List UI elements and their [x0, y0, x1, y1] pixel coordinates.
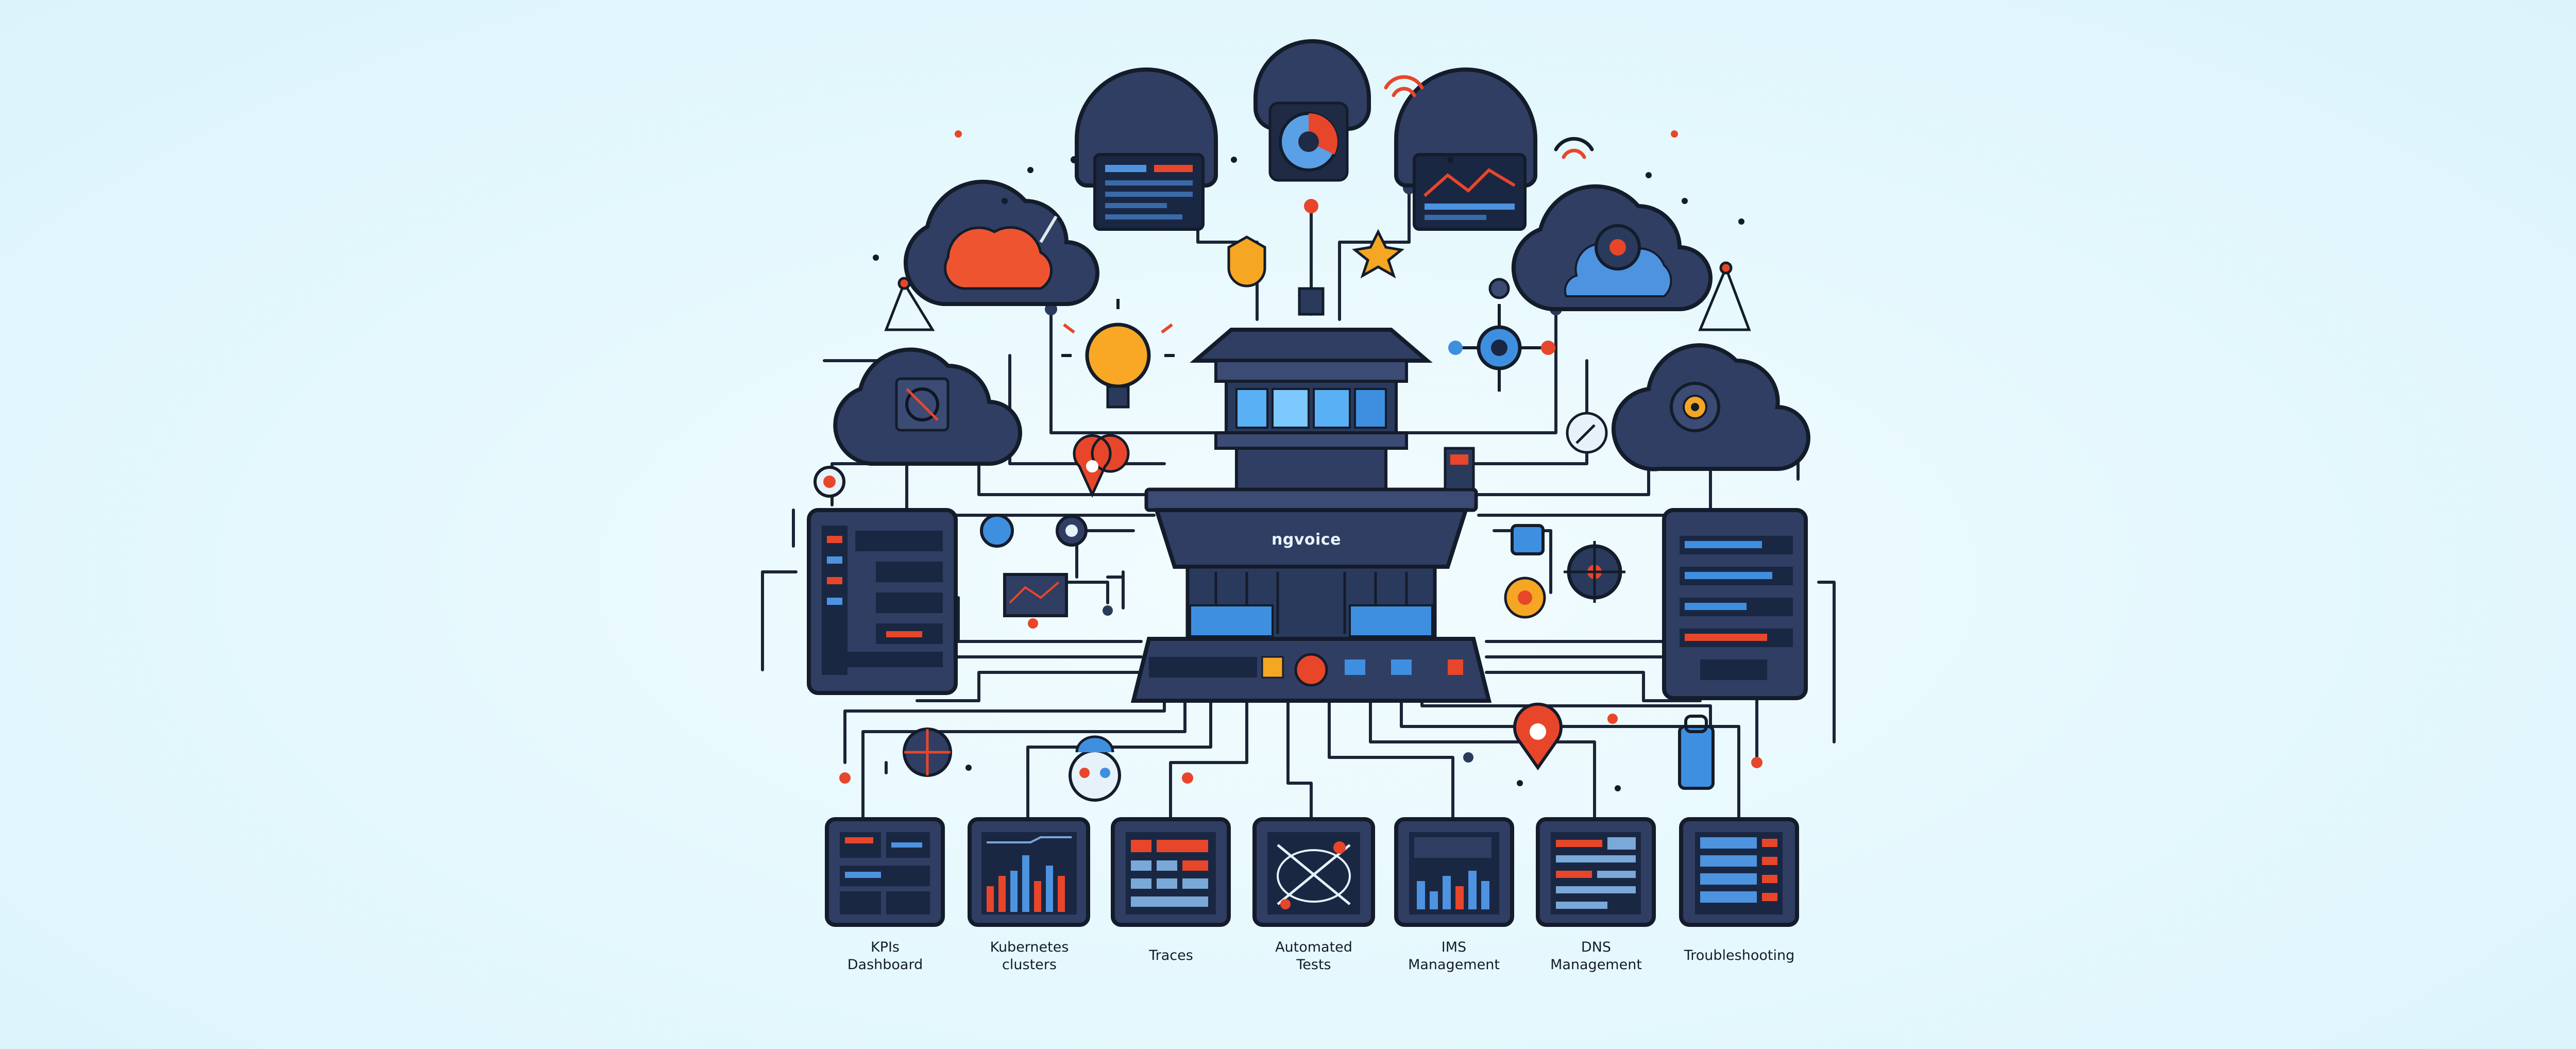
- lock-device-icon: [1678, 715, 1715, 790]
- top-monitor-center: [1253, 39, 1371, 182]
- cloud-orange: [904, 179, 1099, 306]
- router-icon: [1003, 573, 1068, 617]
- module-label-ims: IMS Management: [1408, 939, 1500, 973]
- star-badge-icon: [1352, 229, 1404, 279]
- location-pin-icon-lower: [1513, 702, 1563, 771]
- lightbulb-icon: [1061, 299, 1175, 409]
- module-dns-panel: [1536, 817, 1656, 927]
- top-monitor-right: [1394, 67, 1537, 231]
- cloud-right-blue: [1511, 184, 1713, 312]
- module-label-tests: Automated Tests: [1275, 939, 1352, 973]
- module-tests-panel: [1252, 817, 1375, 927]
- compass-icon: [1566, 412, 1608, 454]
- triangle-network-icon: [884, 261, 1751, 331]
- module-k8s-panel: [968, 817, 1090, 927]
- globe-icon: [903, 727, 952, 777]
- control-tower: [1130, 287, 1492, 703]
- module-troubleshooting-panel: [1679, 817, 1799, 927]
- cloud-right-lower: [1611, 343, 1810, 471]
- cloud-vault: [833, 347, 1022, 466]
- left-server-panel: [807, 508, 958, 695]
- sparkle-icons: [873, 130, 1744, 791]
- top-monitor-left: [1075, 67, 1218, 231]
- location-pin-icon: [1073, 434, 1130, 498]
- module-traces-panel: [1111, 817, 1231, 927]
- module-label-troubleshooting: Troubleshooting: [1684, 948, 1795, 963]
- module-label-k8s: Kubernetes clusters: [990, 939, 1069, 973]
- toggle-icons: [980, 514, 1088, 548]
- chip-icon: [1511, 524, 1545, 555]
- module-label-traces: Traces: [1149, 948, 1193, 963]
- robot-face-icon: [1069, 735, 1121, 802]
- module-label-kpis: KPIs Dashboard: [847, 939, 923, 973]
- shield-badge-icon: [1227, 235, 1266, 287]
- right-server-panel: [1662, 508, 1808, 700]
- brand-logo-text: ngvoice: [1272, 531, 1341, 549]
- gear-icon: [1564, 541, 1625, 603]
- spiral-badge-icon: [1504, 577, 1546, 619]
- module-ims-panel: [1394, 817, 1514, 927]
- wifi-icon: [1384, 75, 1594, 159]
- module-label-dns: DNS Management: [1550, 939, 1642, 973]
- network-hub-icon: [1448, 278, 1555, 392]
- module-kpis-panel: [825, 817, 945, 927]
- target-icon: [814, 466, 845, 498]
